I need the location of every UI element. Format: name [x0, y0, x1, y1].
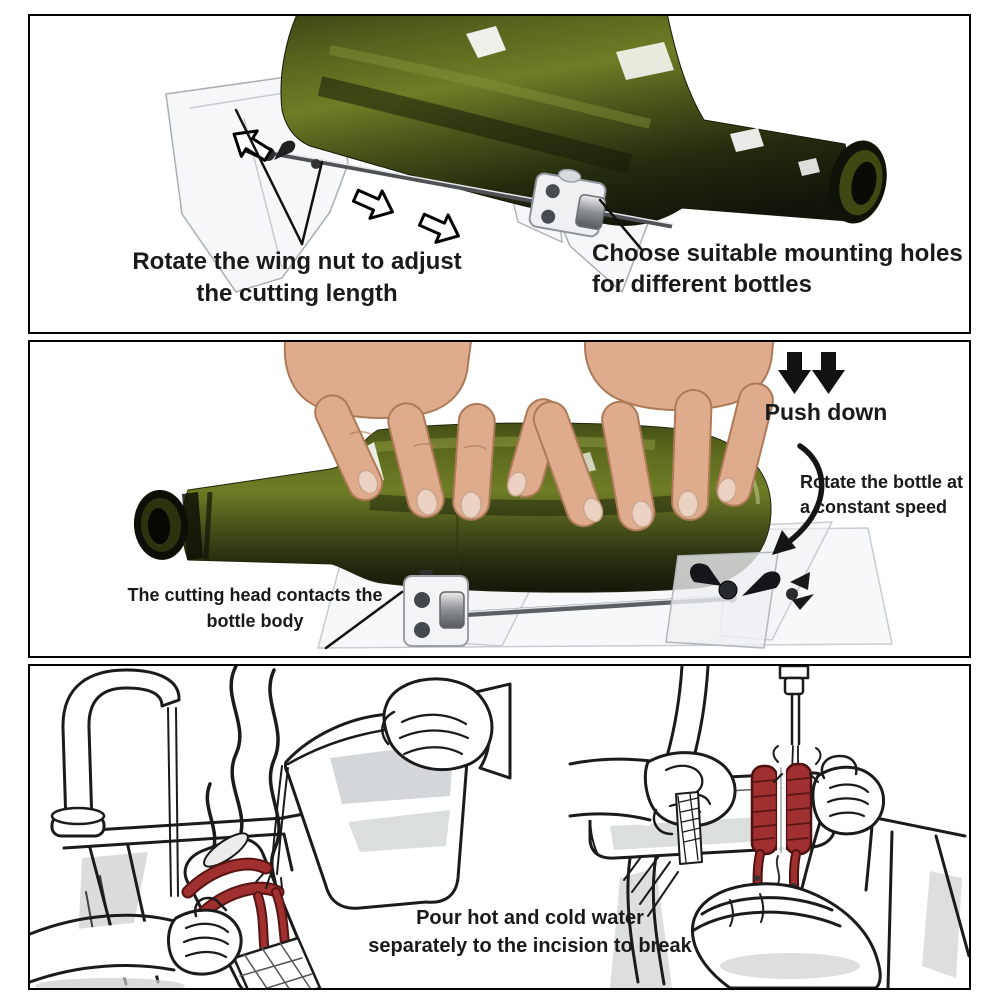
caption-line: Pour hot and cold water	[416, 907, 644, 929]
fingernails	[582, 477, 737, 528]
pouring-hand	[381, 677, 512, 780]
cutting-head-carriage	[403, 570, 469, 647]
wing-nut	[689, 563, 781, 600]
panel-cutting-step: Push down Rotate the bottle at a constan…	[28, 340, 971, 658]
panel-adjust-cutting-length: Rotate the wing nut to adjust the cuttin…	[28, 14, 971, 334]
caption-line: for different bottles	[592, 271, 812, 298]
panel1-illustration	[165, 16, 887, 294]
panel2-illustration	[133, 342, 893, 650]
curved-rotate-arrow-icon	[772, 443, 825, 555]
faucet	[50, 668, 181, 897]
break-bottle-scene	[568, 666, 969, 988]
hatch-lines	[623, 841, 679, 917]
push-down-arrows-icon	[778, 352, 845, 394]
caption-line: Rotate the bottle at	[800, 472, 964, 492]
checkered-cloth	[232, 936, 322, 988]
bottle-mouth	[829, 140, 887, 224]
fingernails	[357, 469, 528, 519]
caption-line: Rotate the wing nut to adjust	[132, 248, 462, 275]
caption-line: the cutting length	[196, 280, 398, 307]
poured-water	[270, 765, 289, 875]
caption-push-down: Push down	[756, 398, 896, 426]
panel-break-step: Pour hot and cold water separately to th…	[28, 664, 971, 990]
left-hand	[568, 751, 737, 865]
wing-nut	[786, 572, 814, 610]
faucet	[778, 666, 810, 773]
splash-marks	[772, 745, 822, 783]
caption-line: separately to the incision to break	[368, 935, 692, 957]
arrow-down-right-icon	[417, 212, 460, 244]
counter-edges	[874, 816, 969, 988]
arrow-down-right-icon	[351, 188, 394, 220]
cutting-head-carriage	[528, 168, 607, 238]
splash-marks	[255, 873, 283, 889]
holding-arm	[30, 896, 243, 988]
glass-highlights	[466, 26, 820, 176]
bottle-mouth	[133, 489, 189, 560]
textured-strap	[675, 791, 703, 865]
pointer-lines	[234, 108, 644, 252]
pour-water-scene	[30, 666, 512, 988]
shadow	[922, 871, 962, 978]
caption-line: bottle body	[206, 611, 304, 631]
right-hand	[532, 342, 775, 532]
right-bracket	[665, 551, 814, 649]
caption-wing-nut: Rotate the wing nut to adjust the cuttin…	[92, 246, 502, 310]
caption-line: a constant speed	[800, 497, 948, 517]
caption-line: The cutting head contacts the	[127, 585, 383, 605]
caption-cutting-head: The cutting head contacts the bottle bod…	[90, 582, 420, 634]
pointer-line	[324, 590, 404, 650]
caption-rotate-bottle: Rotate the bottle at a constant speed	[800, 470, 968, 520]
panel3-illustration	[30, 666, 969, 988]
water-stream	[167, 707, 179, 897]
caption-line: Push down	[764, 399, 888, 425]
caption-mounting-holes: Choose suitable mounting holes for diffe…	[592, 238, 967, 300]
shadow	[610, 868, 672, 988]
caption-pour-water: Pour hot and cold water separately to th…	[315, 904, 745, 960]
caption-line: Choose suitable mounting holes	[592, 240, 963, 267]
right-arm-sleeve	[690, 754, 885, 988]
